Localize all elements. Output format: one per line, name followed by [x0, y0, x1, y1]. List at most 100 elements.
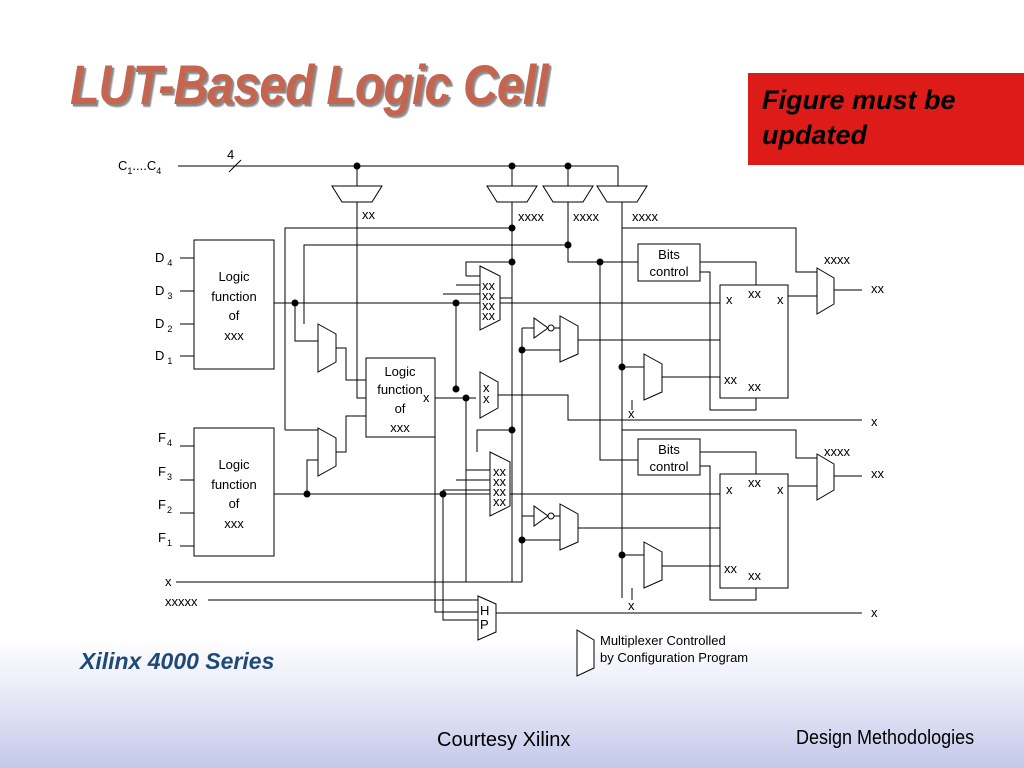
c-bus-slash: [228, 159, 242, 173]
upper-bits-line-2: control: [649, 264, 688, 279]
svg-text:D3: D3: [155, 283, 172, 301]
lower-bits-line-1: Bits: [658, 442, 680, 457]
config-mux-1-output: [356, 202, 366, 399]
lut-h-input-label: x: [423, 390, 430, 405]
mux-a-extra-input: [284, 227, 512, 430]
h-select-mux-b: [317, 427, 337, 477]
lut-f-line-4: xxx: [224, 516, 244, 531]
upper-select-mux-label-1: xx: [482, 278, 496, 293]
courtesy-text: Courtesy Xilinx: [437, 729, 571, 751]
series-caption: Xilinx 4000 Series: [80, 648, 275, 674]
upper-ff-left: x: [726, 292, 733, 307]
lower-select-mux-label-2: xx: [493, 474, 507, 489]
lower-ff-bottom-right: xx: [748, 568, 762, 583]
lut-f-to-mux-b: [306, 459, 318, 494]
upper-clock-path: [500, 297, 720, 351]
config-mux-label-1: xx: [362, 207, 376, 222]
mid-mux-output: [498, 394, 862, 421]
config-mux-label-3: xxxx: [573, 209, 600, 224]
extra-input-lines: [176, 581, 522, 601]
update-note-box: Figure must be updated: [748, 73, 1024, 165]
upper-select-mux-label-2: xx: [482, 288, 496, 303]
upper-select-mux: [479, 265, 501, 331]
lut-d-to-mux-a: [294, 303, 318, 342]
config-mux-label-4: xxxx: [632, 209, 659, 224]
lut-d-line-1: Logic: [218, 269, 250, 284]
footer-gradient-band: [0, 640, 1024, 768]
upper-output-label: xx: [871, 281, 885, 296]
svg-text:D2: D2: [155, 316, 172, 334]
lower-ff-bottom-left: xx: [724, 561, 738, 576]
lower-clock-path: [521, 350, 720, 582]
lut-f-line-2: function: [211, 477, 257, 492]
junction-top-bus: [564, 241, 572, 249]
upper-inverter-bubble: [547, 324, 555, 332]
upper-mux-vertical: [465, 261, 512, 276]
svg-text:F3: F3: [158, 464, 172, 482]
upper-bits-line-1: Bits: [658, 247, 680, 262]
lower-mux-from-top: [476, 429, 512, 452]
mid-select-mux: [479, 371, 499, 419]
update-note-text: Figure must be updated: [762, 85, 956, 150]
lut-h-line-4: xxx: [390, 420, 410, 435]
legend-line-2: by Configuration Program: [600, 650, 748, 665]
mux-b-output: [336, 415, 366, 453]
junction-mux-input: [508, 224, 516, 232]
lower-sr-label: x: [628, 598, 635, 613]
lower-bits-line-2: control: [649, 459, 688, 474]
lower-inverter: [533, 505, 549, 527]
lower-output-mux-in: xxxx: [824, 444, 851, 459]
hp-mux-label-h: H: [480, 603, 489, 618]
lower-ff-top: xx: [748, 475, 762, 490]
upper-flip-flop: [719, 284, 789, 399]
lut-h-line-3: of: [395, 401, 406, 416]
c-bus-width: 4: [227, 147, 234, 162]
config-mux-4: [596, 185, 648, 203]
lower-output-mux: [816, 453, 835, 501]
c-bus-label: C1....C4: [118, 158, 161, 176]
junction-upper-mux: [508, 258, 516, 266]
upper-mux-inputs: [443, 275, 480, 295]
lower-ff-right: x: [777, 482, 784, 497]
input-f4: F4: [158, 430, 172, 448]
upper-sr-path: [599, 262, 720, 461]
c-drops: [356, 166, 619, 186]
lut-d-line-4: xxx: [224, 328, 244, 343]
mux-top-bus: [303, 244, 568, 324]
upper-ff-top: xx: [748, 286, 762, 301]
slide-title: LUT-Based Logic Cell: [70, 53, 549, 116]
svg-text:C1....C4: C1....C4: [118, 158, 161, 176]
upper-select-mux-label-4: xx: [482, 308, 496, 323]
mid-select-mux-label-1: x: [483, 380, 490, 395]
mid-select-mux-label-2: x: [483, 391, 490, 406]
upper-direct-output-label: x: [871, 414, 878, 429]
lower-select-mux-label-4: xx: [493, 494, 507, 509]
lower-inverter-bubble: [547, 512, 555, 520]
lower-select-mux: [489, 451, 511, 517]
lut-h-line-2: function: [377, 382, 423, 397]
lower-bits-to-ff: [700, 451, 757, 601]
lower-bits-control: [637, 438, 701, 476]
junction-lower-clock: [518, 536, 526, 544]
junction-lower-mux: [508, 426, 516, 434]
config-mux-3-outputs: [567, 202, 638, 263]
hp-mux-label-p: P: [480, 617, 489, 632]
svg-text:D4: D4: [155, 250, 172, 268]
upper-inverter: [533, 317, 549, 339]
mux-feed-verticals: [434, 303, 478, 621]
hp-select-mux: [477, 595, 497, 641]
legend-line-1: Multiplexer Controlled: [600, 633, 726, 648]
lower-clock-mux: [559, 503, 579, 551]
config-mux-2: [486, 185, 538, 203]
input-f1: F1: [158, 530, 172, 548]
lower-mux-inputs: [443, 469, 490, 491]
upper-ff-bottom-right: xx: [748, 379, 762, 394]
upper-output-mux: [816, 267, 835, 315]
lower-sr-path: [622, 554, 720, 600]
lut-f-line-1: Logic: [218, 457, 250, 472]
upper-output-paths: [622, 227, 862, 297]
extra-input-x: x: [165, 574, 172, 589]
